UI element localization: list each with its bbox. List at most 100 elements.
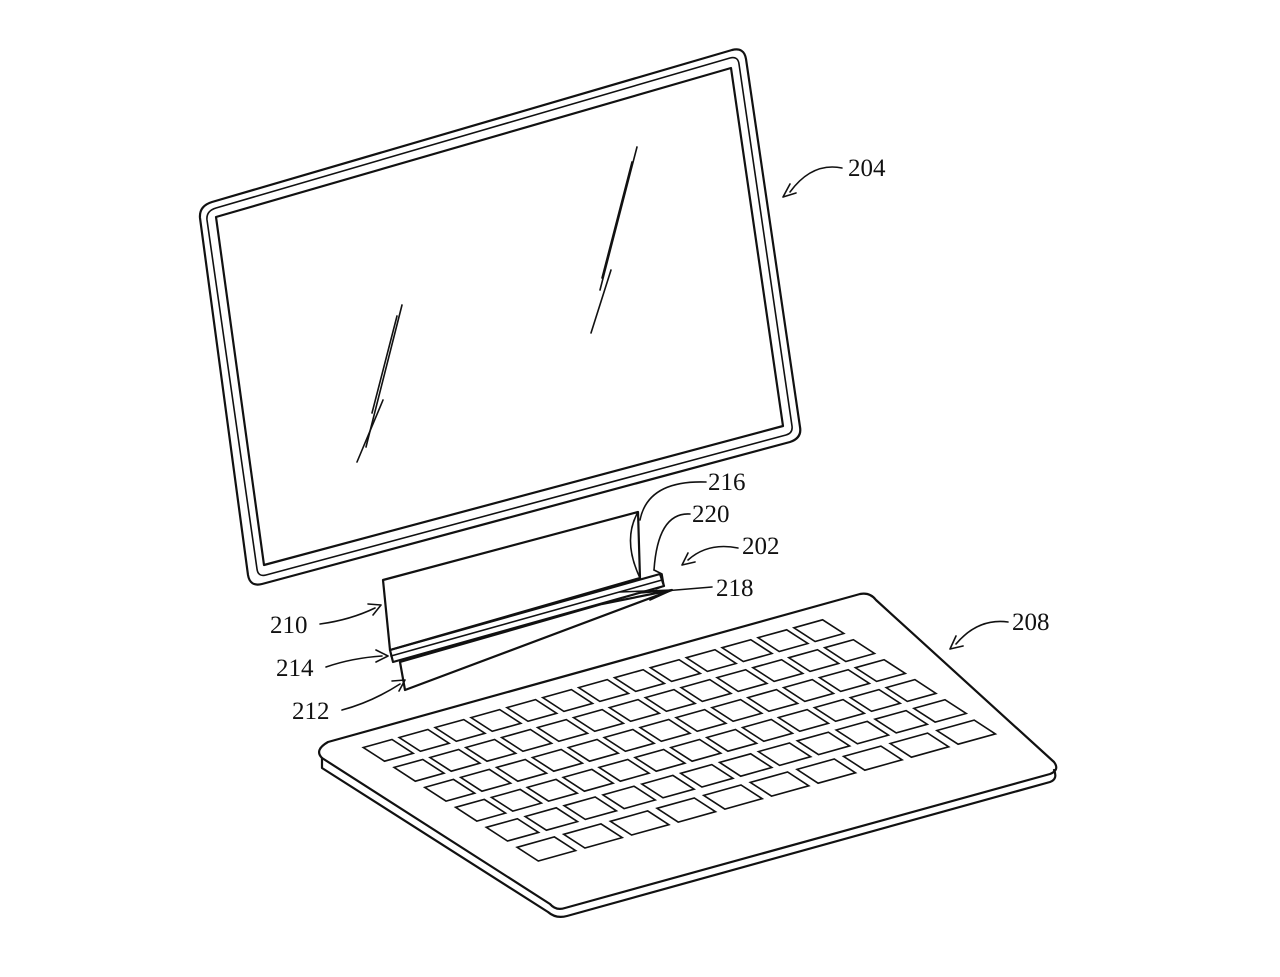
hinge-end-cap — [653, 569, 665, 590]
keyboard-key — [834, 720, 891, 745]
tablet-screen — [214, 66, 785, 567]
keyboard-key — [597, 758, 651, 783]
leader-lines — [319, 166, 1009, 711]
leader-204 — [789, 166, 843, 193]
tablet-display — [198, 48, 802, 586]
leader-208 — [955, 620, 1009, 645]
label-202: 202 — [742, 533, 780, 560]
keyboard-key — [433, 718, 487, 743]
keyboard-key — [428, 748, 482, 773]
keyboard-key — [499, 728, 554, 753]
keyboard-key — [601, 785, 658, 810]
keyboard-key — [571, 708, 626, 733]
keyboard-key — [530, 748, 585, 773]
keyboard-key — [795, 758, 858, 785]
keyboard-key — [608, 810, 671, 836]
keyboard-key — [679, 678, 733, 703]
arrowhead-208 — [949, 635, 964, 650]
keyboard-key — [576, 678, 631, 703]
keyboard-key — [535, 718, 590, 743]
keyboard-key — [888, 732, 951, 759]
keyboard-key — [841, 745, 905, 772]
tablet-inner-edge — [206, 56, 793, 577]
keyboard-key — [561, 823, 625, 849]
keyboard-key — [504, 698, 559, 723]
keyboard-key — [525, 778, 580, 802]
keyboard-key — [566, 738, 621, 763]
keyboard-key — [561, 768, 616, 793]
label-216: 216 — [708, 469, 746, 496]
keyboard-key — [684, 648, 739, 673]
keyboard-key — [638, 718, 692, 743]
arrowhead-212 — [391, 679, 406, 692]
keyboard-key — [720, 638, 774, 663]
keyboard-key — [756, 628, 810, 653]
keyboard-key — [709, 698, 764, 723]
label-220: 220 — [692, 501, 730, 528]
label-212: 212 — [292, 698, 330, 725]
arrowhead-202 — [681, 552, 696, 566]
keyboard-key — [745, 688, 800, 713]
leader-220 — [653, 513, 691, 571]
keyboard-key — [469, 708, 523, 733]
keyboard-key — [717, 752, 774, 778]
keyboard-key — [523, 806, 580, 832]
keyboard-key — [822, 638, 877, 663]
keyboard-key — [791, 618, 846, 643]
keyboard-front-edge — [320, 756, 1057, 918]
keyboard-key — [853, 658, 908, 683]
keyboard-key — [786, 648, 841, 673]
keyboard-key — [540, 688, 595, 713]
keyboard-key — [602, 728, 657, 753]
keyboard-key — [392, 758, 446, 783]
reference-numerals: 204 216 220 202 218 208 210 214 212 — [270, 155, 1050, 725]
keyboard-key — [463, 738, 518, 763]
keyboard-key — [655, 797, 718, 823]
keyboard-key — [643, 688, 698, 713]
leader-214 — [325, 655, 383, 668]
leader-212 — [341, 683, 401, 711]
keyboard-key — [639, 774, 697, 799]
keyboard-key — [562, 796, 619, 821]
keyboard-key — [453, 798, 508, 822]
keyboard-key — [934, 719, 998, 746]
keyboard-key — [648, 658, 703, 683]
keyboard-key — [781, 678, 836, 703]
leader-218 — [639, 586, 713, 594]
keyboard-key — [678, 763, 735, 788]
keyboard-key — [812, 698, 867, 723]
leader-202 — [687, 545, 739, 561]
keyboard-key — [873, 709, 930, 734]
keyboard-key — [848, 688, 903, 713]
arrowhead-214 — [375, 649, 389, 663]
keyboard-key — [748, 771, 811, 797]
keyboard-key — [756, 742, 813, 767]
keyboard-key — [633, 748, 687, 773]
keyboard-key — [515, 836, 578, 862]
tablet-outer-edge — [198, 48, 802, 586]
label-214: 214 — [276, 655, 314, 682]
keyboard-base — [318, 592, 1058, 918]
keyboard-key — [422, 778, 477, 802]
keyboard-key — [701, 784, 765, 810]
hinge-spine-groove — [390, 579, 663, 657]
label-208: 208 — [1012, 609, 1050, 636]
label-218: 218 — [716, 575, 754, 602]
keyboard-key — [494, 758, 549, 783]
label-204: 204 — [848, 155, 886, 182]
leader-216 — [639, 481, 707, 521]
keyboard-key — [612, 668, 667, 693]
keyboard-key — [607, 698, 662, 723]
keyboard-key — [776, 708, 831, 733]
keyboard-key — [911, 698, 969, 723]
keyboard-key — [740, 718, 795, 743]
keyboard-key — [795, 731, 852, 756]
label-210: 210 — [270, 612, 308, 639]
keyboard-key — [674, 708, 728, 733]
keyboard-key — [489, 788, 544, 812]
keyboard-keys — [361, 618, 998, 862]
keyboard-key — [668, 738, 723, 763]
keyboard-key — [750, 658, 805, 683]
keyboard-key — [361, 738, 416, 763]
